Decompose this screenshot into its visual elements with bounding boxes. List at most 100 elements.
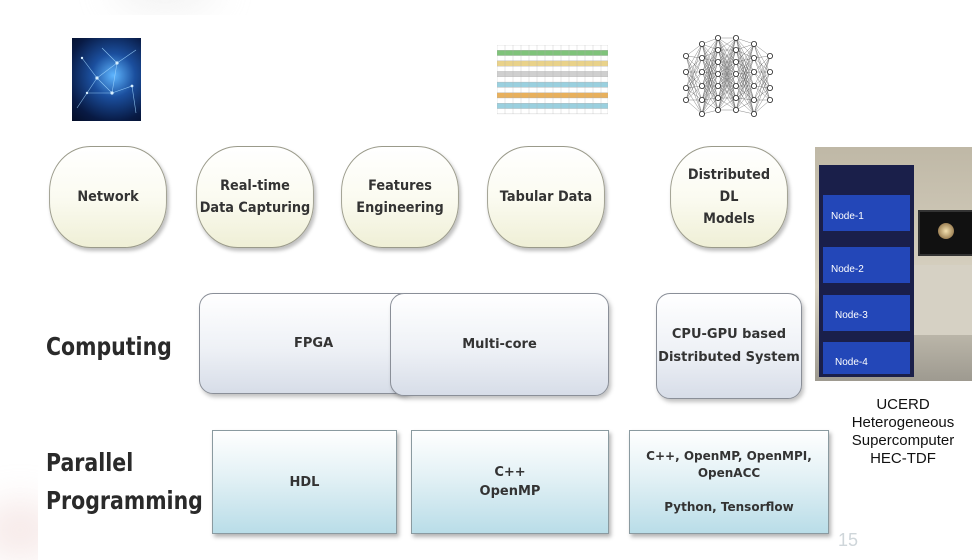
nn-connection — [685, 87, 703, 101]
sheet-row — [496, 108, 609, 115]
nn-connection — [735, 73, 755, 115]
nn-connection — [735, 73, 755, 87]
nn-connection — [753, 71, 771, 89]
nn-node — [751, 54, 758, 61]
nn-connection — [735, 85, 755, 115]
nn-connection — [701, 43, 719, 75]
nn-node — [715, 35, 722, 41]
rack-shelf — [823, 295, 910, 331]
sheet-row — [496, 50, 609, 56]
nn-connection — [753, 57, 771, 73]
pipeline-label: Distributed DL Models — [687, 167, 771, 227]
nn-connection — [735, 57, 755, 63]
nn-connection — [717, 61, 737, 111]
nn-node — [715, 83, 722, 90]
nn-connection — [701, 61, 719, 101]
nn-connection — [735, 61, 755, 73]
nn-connection — [735, 97, 755, 101]
programming-cpp-openmp: C++ OpenMP — [411, 430, 609, 534]
nn-connection — [701, 73, 719, 101]
nn-node — [751, 83, 758, 90]
nn-connection — [685, 55, 703, 73]
nn-node — [733, 46, 740, 53]
pipeline-label: Network — [77, 189, 139, 205]
nn-connection — [753, 55, 771, 87]
nn-connection — [717, 37, 737, 87]
nn-connection — [735, 57, 755, 111]
nn-connection — [701, 61, 719, 87]
nn-connection — [753, 57, 771, 89]
nn-connection — [701, 61, 719, 115]
nn-connection — [735, 49, 755, 101]
computing-cpu-gpu: CPU-GPU based Distributed System — [656, 293, 802, 399]
nn-connection — [735, 49, 755, 73]
nn-connection — [701, 57, 719, 99]
nn-connection — [701, 37, 719, 101]
computing-multi-core: Multi-core — [390, 293, 609, 396]
nn-node — [683, 97, 689, 104]
nn-connection — [685, 57, 703, 101]
nn-connection — [753, 43, 771, 89]
nn-connection — [717, 97, 737, 111]
nn-connection — [685, 55, 703, 101]
programming-label: C++, OpenMP, OpenMPI, OpenACC Python, Te… — [646, 449, 812, 514]
nn-connection — [685, 71, 703, 101]
nn-connection — [717, 37, 737, 63]
neural-network-icon — [680, 32, 776, 124]
programming-label: HDL — [289, 474, 320, 490]
rack-shelf — [823, 195, 910, 231]
nn-connection — [735, 71, 755, 99]
nn-connection — [701, 43, 719, 87]
pipeline-label: Real-time Data Capturing — [199, 178, 311, 216]
nn-connection — [685, 85, 703, 101]
nn-node — [767, 97, 774, 104]
nn-node — [751, 40, 758, 47]
nn-connection — [701, 43, 719, 99]
nn-node — [683, 69, 689, 76]
nn-node — [683, 85, 689, 92]
nn-connection — [753, 71, 771, 115]
nn-connection — [753, 43, 771, 73]
nn-connection — [753, 43, 771, 57]
programming-label: C++ OpenMP — [479, 465, 541, 499]
sheet-row — [496, 71, 609, 77]
nn-connection — [735, 49, 755, 115]
nn-node — [698, 97, 705, 104]
nn-connection — [753, 71, 771, 87]
nn-connection — [753, 87, 771, 115]
nn-connection — [717, 37, 737, 99]
node-label: Node-1 — [831, 211, 864, 222]
sheet-row — [496, 81, 609, 88]
nn-connection — [717, 49, 737, 111]
sheet-row — [496, 87, 609, 93]
nn-node — [698, 54, 705, 61]
nn-connection — [735, 43, 755, 111]
nn-connection — [735, 49, 755, 87]
nn-connection — [735, 61, 755, 87]
pipeline-network: Network — [49, 146, 167, 248]
nn-node — [751, 97, 758, 104]
pipeline-label: Tabular Data — [499, 189, 593, 205]
nn-connection — [701, 73, 719, 115]
sheet-row — [496, 66, 609, 72]
nn-connection — [701, 57, 719, 75]
nn-connection — [717, 37, 737, 75]
nn-connection — [735, 43, 755, 75]
pipeline-features-engineering: Features Engineering — [341, 146, 459, 248]
nn-node — [767, 85, 774, 92]
sheet-row — [496, 55, 609, 62]
nn-node — [733, 71, 740, 78]
nn-connection — [701, 97, 719, 115]
nn-connection — [685, 99, 703, 115]
nn-node — [733, 107, 740, 114]
nn-connection — [701, 73, 719, 87]
network-thumbnail — [72, 38, 141, 121]
nn-node — [751, 111, 758, 118]
nn-node — [733, 58, 740, 65]
computing-label: Multi-core — [462, 337, 537, 352]
nn-connection — [701, 57, 719, 87]
nn-connection — [685, 43, 703, 57]
row-label-computing: Computing — [46, 332, 172, 361]
nn-connection — [735, 37, 755, 115]
nn-node — [751, 69, 758, 76]
